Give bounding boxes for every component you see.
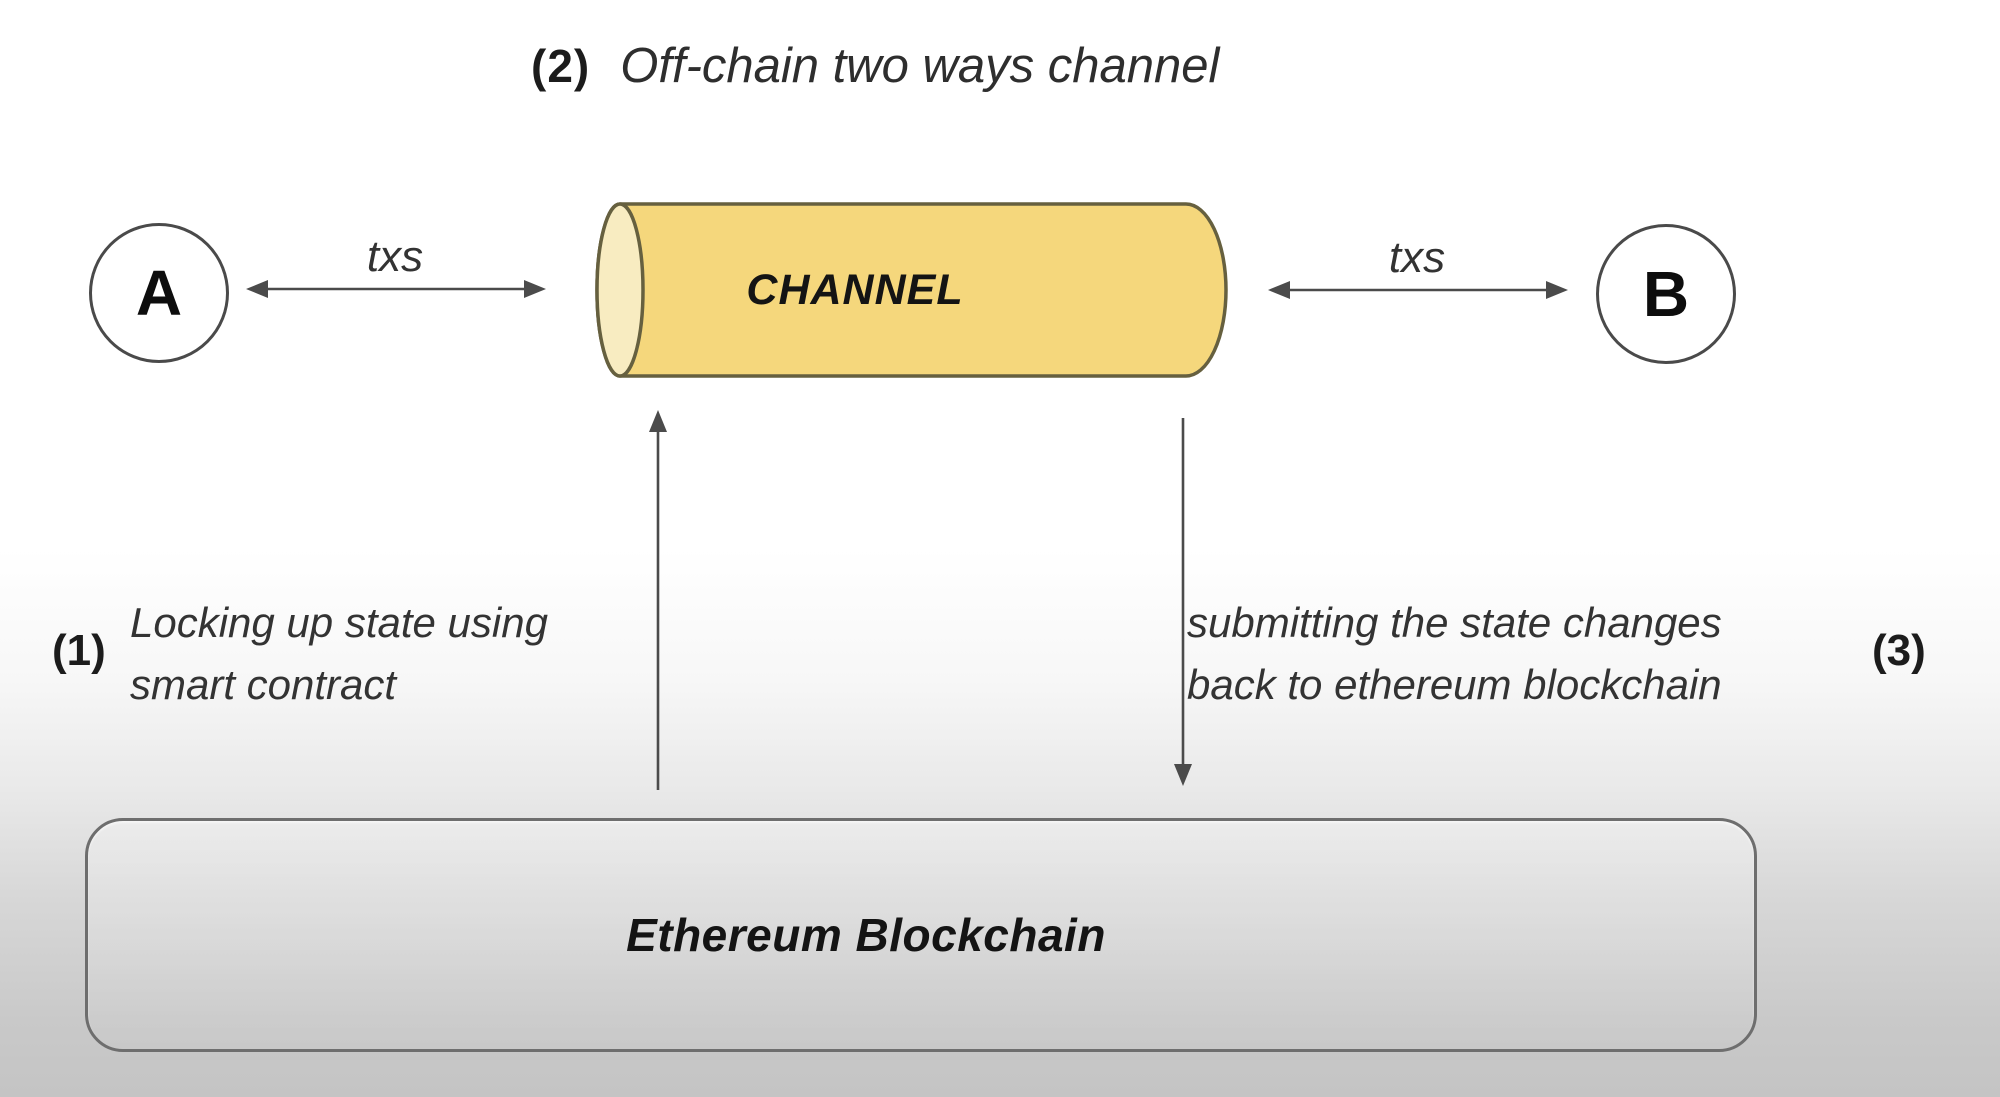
arrowhead-up-icon [649, 410, 667, 432]
arrowhead-left-icon [1268, 281, 1290, 299]
arrowhead-right-icon [1546, 281, 1568, 299]
node-party-a-label: A [135, 257, 183, 329]
title-step-number: (2) [531, 40, 591, 92]
title-text: Off-chain two ways channel [620, 39, 1220, 93]
step-3-annotation: submitting the state changes back to eth… [1187, 592, 1722, 716]
ethereum-blockchain-label: Ethereum Blockchain [626, 909, 1106, 961]
step-1-annotation: Locking up state using smart contract [130, 592, 548, 716]
cylinder-end-cap [595, 202, 645, 378]
txs-arrow-right [1268, 281, 1568, 299]
node-party-b-label: B [1642, 258, 1690, 330]
ethereum-blockchain-box: Ethereum Blockchain [85, 818, 1757, 1052]
node-party-a: A [89, 223, 229, 363]
node-party-b: B [1596, 224, 1736, 364]
diagram-title: (2) Off-chain two ways channel [531, 38, 1219, 94]
step-3-line1: submitting the state changes [1187, 599, 1722, 646]
step-1-number: (1) [52, 626, 106, 675]
arrowhead-down-icon [1174, 764, 1192, 786]
arrowhead-left-icon [246, 280, 268, 298]
txs-label-right: txs [1388, 233, 1446, 282]
channel-label: CHANNEL [746, 266, 964, 314]
step-1-line2: smart contract [130, 661, 397, 708]
step-3-line2: back to ethereum blockchain [1187, 661, 1722, 708]
step-3-number: (3) [1872, 626, 1926, 675]
txs-arrow-left [246, 280, 546, 298]
step-1-line1: Locking up state using [130, 599, 548, 646]
lock-state-arrow [649, 410, 667, 790]
arrowhead-right-icon [524, 280, 546, 298]
txs-label-left: txs [366, 232, 424, 281]
